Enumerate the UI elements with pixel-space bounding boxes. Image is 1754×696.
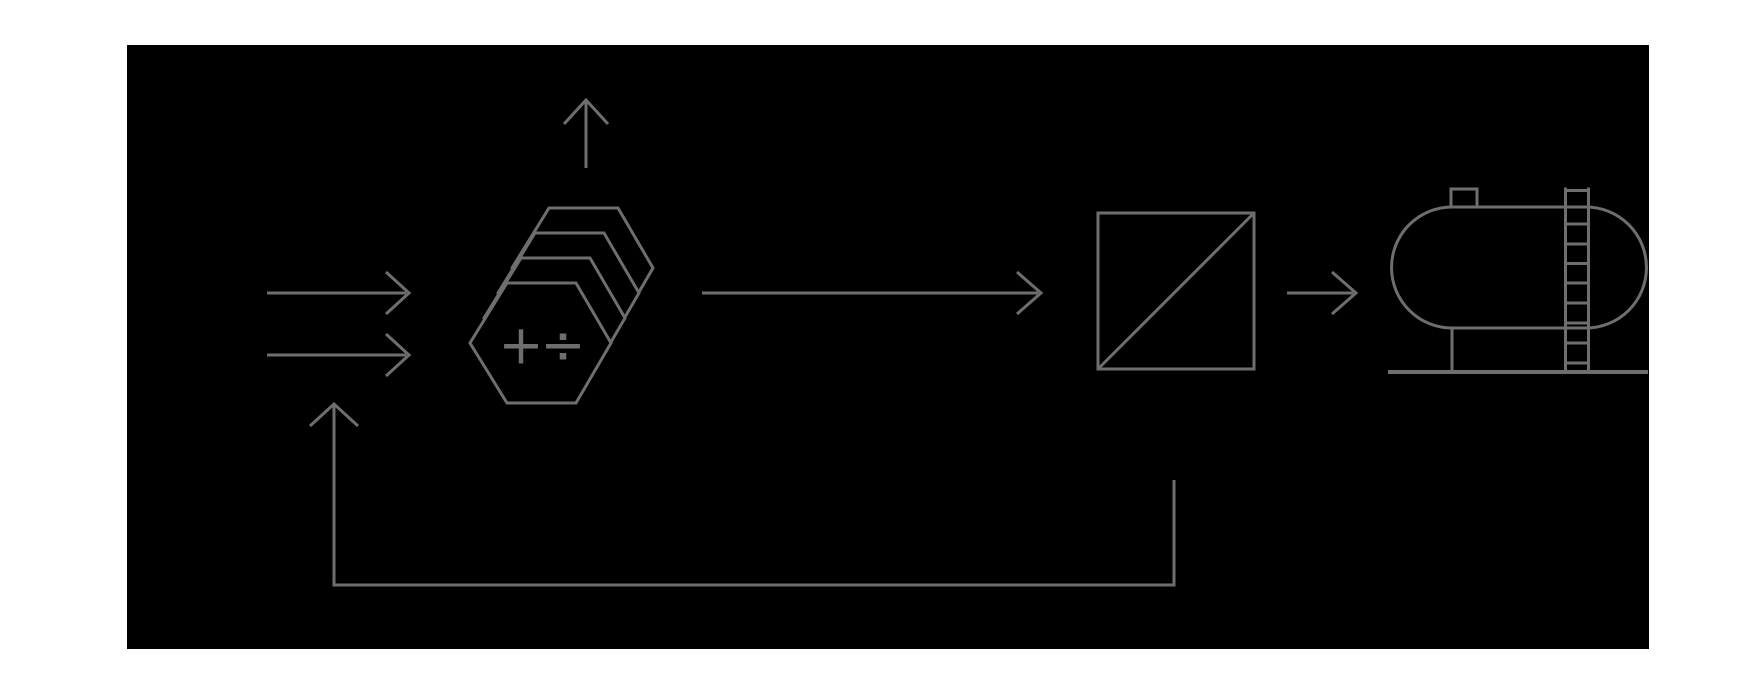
feedback-arrow-head [308,401,360,428]
divide-symbol: ÷ [540,314,585,377]
tank-ladder [1564,187,1590,372]
separator-square [1096,211,1256,371]
tank-hatch [1449,187,1479,207]
feedback-line [332,406,1176,587]
input-arrows [267,270,412,378]
separator-diagonal-line [1096,211,1256,371]
input-arrow-top [267,270,412,316]
separator-box [1096,211,1256,371]
storage-tank [1388,187,1648,374]
up-output-arrow [562,97,610,168]
plus-symbol: + [498,314,543,377]
flow-arrow-to-tank [1287,270,1359,316]
hexagon-layer-front [468,281,613,405]
processor-hexagon-stack: + ÷ [468,206,655,405]
tank-body [1390,205,1648,330]
diagram-panel [127,45,1649,649]
input-arrow-bottom [267,332,412,378]
flow-arrow-main [702,270,1044,316]
ladder-rungs [1565,189,1589,365]
feedback-loop-arrow [308,401,1176,587]
ladder-rails [1564,187,1590,372]
